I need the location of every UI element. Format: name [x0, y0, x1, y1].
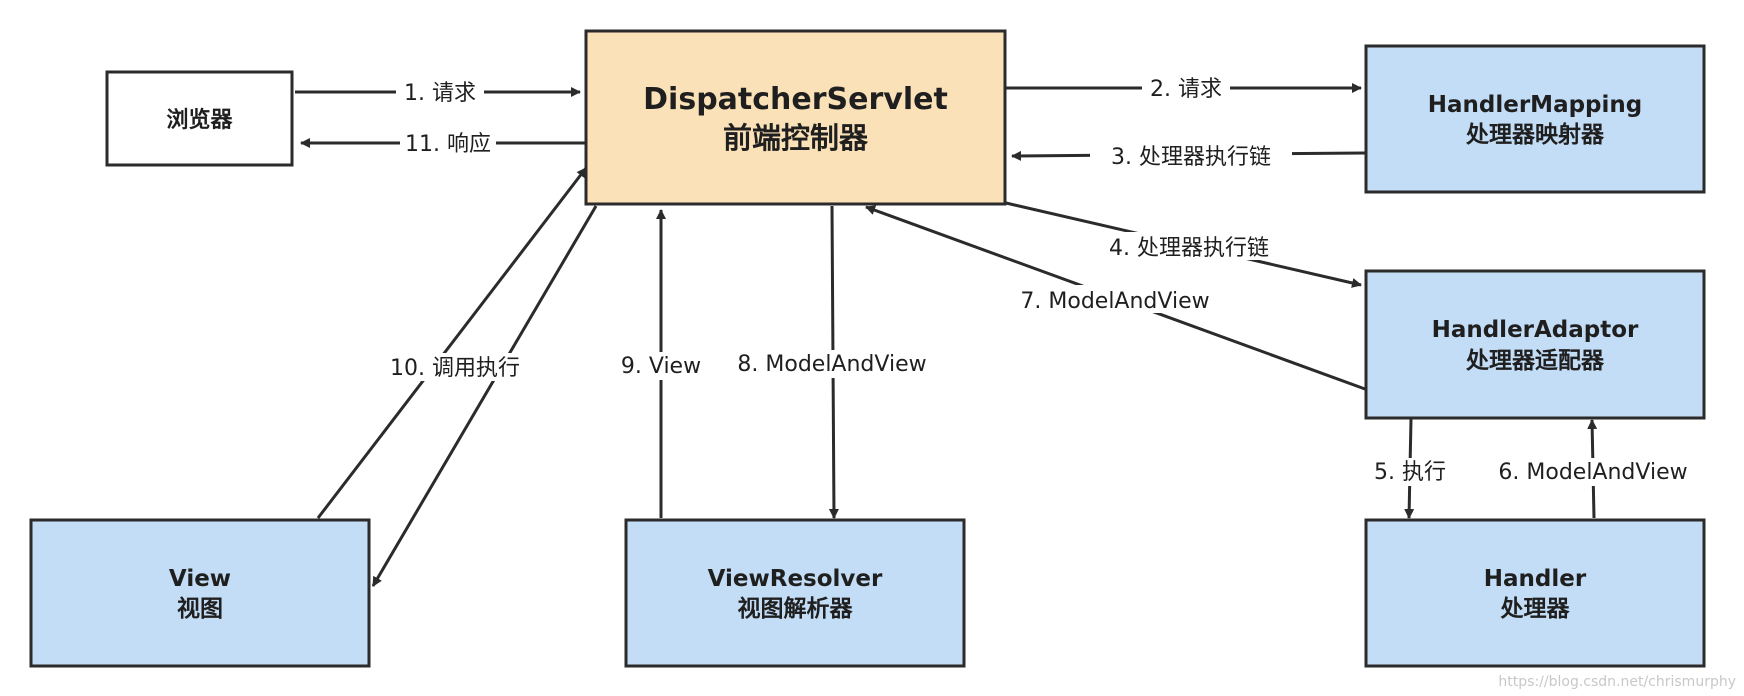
label-2-text: 2. 请求 [1150, 77, 1222, 102]
watermark-text: https://blog.csdn.net/chrismurphy [1498, 674, 1736, 690]
label-4-text: 4. 处理器执行链 [1109, 236, 1269, 261]
edge-10-invoke-up [316, 167, 588, 519]
label-9-text: 9. View [621, 354, 701, 379]
node-view-resolver-subtitle: 视图解析器 [738, 595, 854, 622]
label-1-text: 1. 请求 [404, 81, 476, 106]
node-view: View 视图 [29, 518, 371, 668]
node-view-title: View [169, 566, 231, 592]
node-handler-adaptor-subtitle: 处理器适配器 [1465, 348, 1605, 374]
label-5: 5. 执行 [1364, 458, 1456, 486]
node-handler-mapping-subtitle: 处理器映射器 [1465, 121, 1605, 148]
label-10-text: 10. 调用执行 [390, 356, 520, 381]
node-browser: 浏览器 [105, 70, 294, 167]
node-view-subtitle: 视图 [177, 595, 223, 622]
node-browser-label: 浏览器 [166, 107, 233, 133]
node-dispatcher-subtitle: 前端控制器 [723, 121, 869, 155]
label-9: 9. View [615, 352, 707, 380]
node-handler-adaptor-title: HandlerAdaptor [1432, 317, 1639, 343]
label-3-text: 3. 处理器执行链 [1111, 145, 1271, 170]
label-6-text: 6. ModelAndView [1498, 460, 1687, 485]
label-11-text: 11. 响应 [405, 132, 491, 157]
label-4: 4. 处理器执行链 [1088, 232, 1290, 261]
label-8: 8. ModelAndView [724, 350, 940, 378]
label-5-text: 5. 执行 [1374, 460, 1446, 485]
label-7: 7. ModelAndView [1006, 285, 1224, 314]
label-10: 10. 调用执行 [380, 353, 530, 381]
label-7-text: 7. ModelAndView [1020, 289, 1209, 314]
node-handler-mapping-title: HandlerMapping [1428, 92, 1643, 118]
label-8-text: 8. ModelAndView [737, 352, 926, 377]
node-handler: Handler 处理器 [1364, 518, 1706, 668]
node-handler-adaptor: HandlerAdaptor 处理器适配器 [1364, 269, 1706, 420]
node-dispatcher-servlet: DispatcherServlet 前端控制器 [584, 29, 1007, 206]
label-11: 11. 响应 [400, 130, 496, 157]
label-1: 1. 请求 [396, 79, 484, 106]
node-dispatcher-title: DispatcherServlet [643, 82, 948, 117]
node-handler-title: Handler [1484, 566, 1587, 592]
node-handler-subtitle: 处理器 [1500, 596, 1571, 622]
edge-10-invoke-down [371, 205, 598, 587]
label-6: 6. ModelAndView [1490, 458, 1696, 486]
node-view-resolver: ViewResolver 视图解析器 [624, 518, 966, 668]
label-2: 2. 请求 [1142, 75, 1230, 102]
node-view-resolver-title: ViewResolver [708, 566, 883, 592]
label-3: 3. 处理器执行链 [1090, 141, 1292, 170]
node-handler-mapping: HandlerMapping 处理器映射器 [1364, 44, 1706, 194]
edge-labels: 1. 请求 11. 响应 2. 请求 3. 处理器执行链 4. 处理器执行链 7… [380, 75, 1696, 486]
